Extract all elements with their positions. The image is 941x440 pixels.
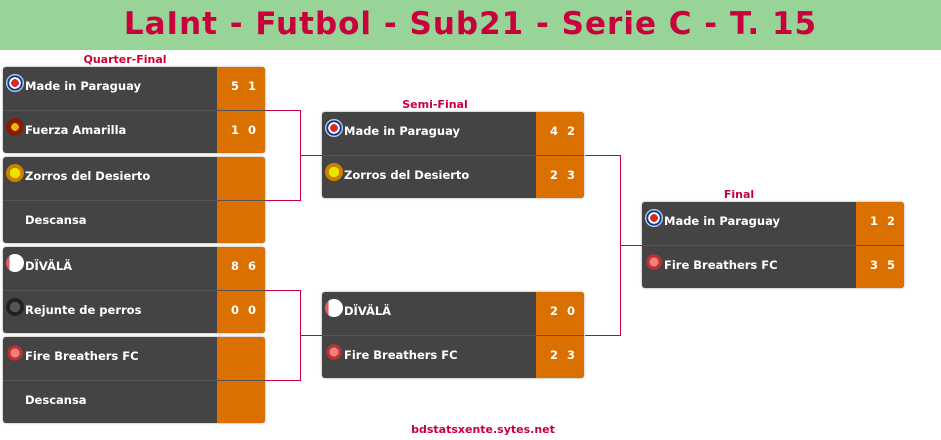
score-leg2: 0: [566, 304, 575, 318]
team-name: Descansa: [25, 393, 87, 407]
team-name: Fuerza Amarilla: [25, 123, 127, 137]
score-cell: [217, 157, 265, 200]
team-logo-icon: [6, 254, 24, 272]
team-row[interactable]: Zorros del Desierto: [3, 157, 265, 200]
connector: [620, 245, 642, 246]
score-leg2: 2: [886, 214, 895, 228]
page-title: LaInt - Futbol - Sub21 - Serie C - T. 15: [0, 0, 941, 50]
team-name: Rejunte de perros: [25, 303, 142, 317]
score-cell: [217, 291, 265, 333]
score-leg2: 5: [886, 258, 895, 272]
connector: [300, 335, 322, 336]
connector: [265, 200, 301, 201]
score-cell: [856, 202, 904, 245]
score-leg2: 3: [566, 168, 575, 182]
team-name: Zorros del Desierto: [344, 168, 470, 182]
score-leg1: 3: [869, 258, 878, 272]
team-logo-icon: [6, 298, 24, 316]
score-leg1: 4: [549, 124, 558, 138]
score-leg2: 0: [247, 123, 256, 137]
connector: [265, 110, 301, 111]
team-name: Zorros del Desierto: [25, 169, 151, 183]
team-name: Made in Paraguay: [664, 214, 781, 228]
connector: [585, 155, 621, 156]
connector: [585, 335, 621, 336]
team-name: Fire Breathers FC: [344, 348, 458, 362]
team-logo-icon: [325, 163, 343, 181]
team-row[interactable]: Descansa: [3, 380, 265, 423]
team-logo-icon: [325, 119, 343, 137]
round-label-final: Final: [723, 188, 755, 201]
footer-link[interactable]: bdstatsxente.sytes.net: [411, 423, 555, 436]
score-cell: [856, 246, 904, 288]
team-logo-icon: [6, 164, 24, 182]
connector: [300, 155, 322, 156]
team-logo-icon: [645, 253, 663, 271]
match-qf-4[interactable]: Fire Breathers FC Descansa: [3, 337, 265, 423]
team-row[interactable]: Descansa: [3, 200, 265, 243]
team-row[interactable]: Fire Breathers FC: [3, 337, 265, 380]
team-logo-icon: [325, 343, 343, 361]
team-name: Made in Paraguay: [344, 124, 461, 138]
score-leg2: 3: [566, 348, 575, 362]
round-label-qf: Quarter-Final: [83, 53, 167, 66]
team-name: Made in Paraguay: [25, 79, 142, 93]
score-leg1: 0: [230, 303, 239, 317]
score-leg1: 5: [230, 79, 239, 93]
team-name: DÏVÄLÄ: [25, 259, 73, 273]
score-cell: [217, 337, 265, 380]
round-label-sf: Semi-Final: [402, 98, 468, 111]
team-name: Fire Breathers FC: [25, 349, 139, 363]
team-logo-icon: [6, 344, 24, 362]
score-leg2: 2: [566, 124, 575, 138]
score-leg1: 2: [549, 348, 558, 362]
team-name: Descansa: [25, 213, 87, 227]
team-name: Fire Breathers FC: [664, 258, 778, 272]
score-leg1: 2: [549, 304, 558, 318]
score-leg2: 6: [247, 259, 256, 273]
score-leg1: 2: [549, 168, 558, 182]
connector: [265, 290, 301, 291]
score-cell: [217, 247, 265, 290]
score-leg2: 0: [247, 303, 256, 317]
team-logo-icon: [6, 74, 24, 92]
connector: [265, 380, 301, 381]
score-leg2: 1: [247, 79, 256, 93]
score-leg1: 8: [230, 259, 239, 273]
team-name: DÏVÄLÄ: [344, 304, 392, 318]
score-cell: [217, 381, 265, 423]
score-cell: [536, 292, 584, 335]
score-leg1: 1: [230, 123, 239, 137]
score-cell: [217, 111, 265, 153]
team-logo-icon: [6, 118, 24, 136]
score-leg1: 1: [869, 214, 878, 228]
score-cell: [536, 336, 584, 378]
score-cell: [217, 201, 265, 243]
team-logo-icon: [645, 209, 663, 227]
score-cell: [536, 112, 584, 155]
score-cell: [217, 67, 265, 110]
score-cell: [536, 156, 584, 198]
team-logo-icon: [325, 299, 343, 317]
